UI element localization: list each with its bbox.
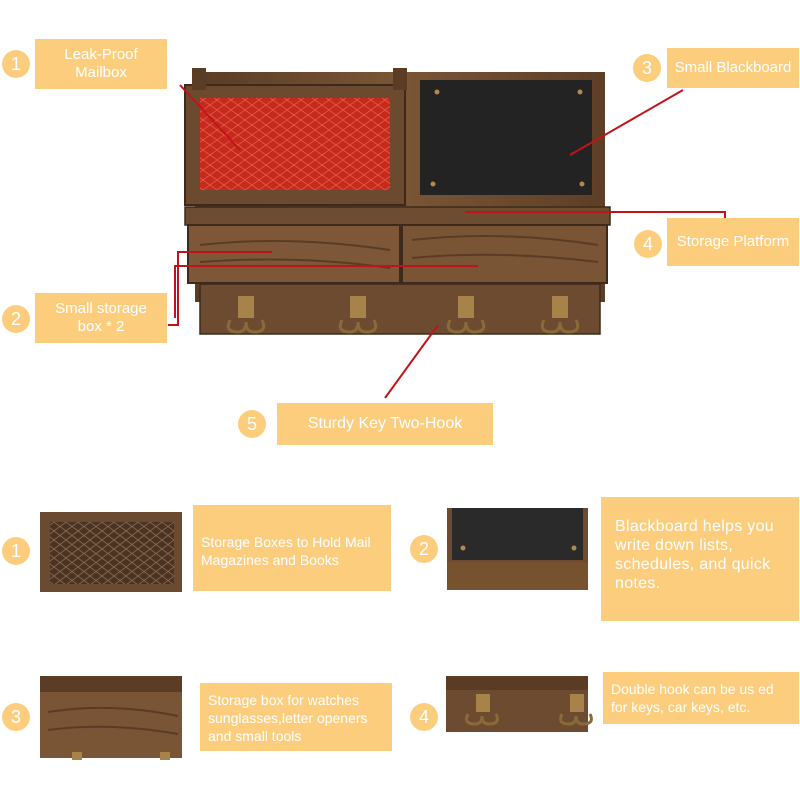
feature-number-4: 4 (410, 703, 438, 731)
callout-number-2: 2 (2, 305, 30, 333)
feature-number-2: 2 (410, 535, 438, 563)
pointer-lines (168, 84, 726, 399)
feature-text-4: Double hook can be us ed for keys, car k… (603, 672, 799, 724)
feature-number-3: 3 (2, 703, 30, 731)
callout-label-platform: Storage Platform (667, 218, 799, 266)
feature-number-1: 1 (2, 537, 30, 565)
hook-strip (199, 283, 601, 335)
storage-box-left (187, 224, 401, 284)
storage-platform (184, 206, 611, 226)
callout-number-4: 4 (634, 230, 662, 258)
callout-label-hooks: Sturdy Key Two-Hook (277, 403, 493, 445)
mailbox-mesh (200, 98, 390, 190)
feature-text-2: Blackboard helps you write down lists, s… (601, 497, 799, 621)
hooks (226, 296, 580, 334)
feature-text-3: Storage box for watches sunglasses,lette… (200, 683, 392, 751)
blackboard (420, 80, 592, 195)
feature-text-1: Storage Boxes to Hold Mail Magazines and… (193, 505, 391, 591)
thumb-blackboard (447, 508, 588, 590)
callout-label-storage-box: Small storage box * 2 (35, 293, 167, 343)
callout-number-3: 3 (633, 54, 661, 82)
thumb-hooks (446, 676, 593, 732)
callout-label-mailbox: Leak-Proof Mailbox (35, 39, 167, 89)
callout-number-1: 1 (2, 50, 30, 78)
callout-number-5: 5 (238, 410, 266, 438)
storage-box-right (401, 224, 608, 284)
thumb-mailbox (40, 512, 182, 592)
callout-label-blackboard: Small Blackboard (667, 48, 799, 88)
thumb-storage-box (40, 676, 182, 760)
